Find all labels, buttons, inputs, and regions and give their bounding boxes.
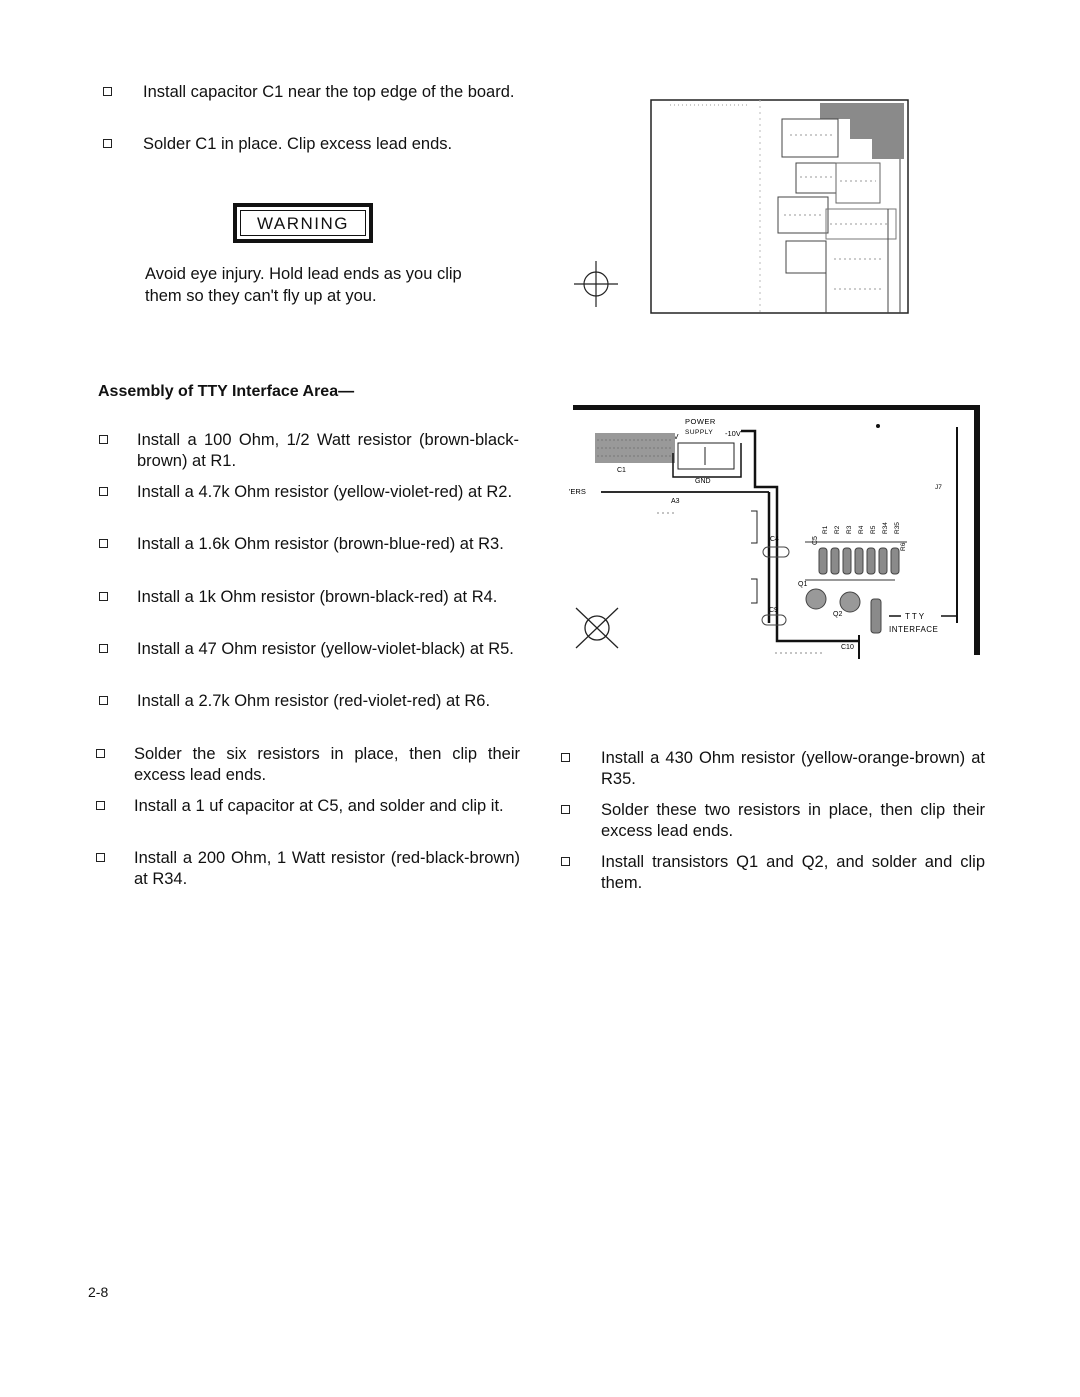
warning-box: WARNING <box>233 203 373 243</box>
label-power: POWER <box>685 417 716 426</box>
resistor-bank <box>818 547 900 575</box>
label-c10: C10 <box>841 644 854 651</box>
label-c5: C5 <box>812 536 819 545</box>
transistor-q1 <box>805 588 827 610</box>
step-text: Install a 1k Ohm resistor (brown-black-r… <box>137 588 498 606</box>
step-text: Install transistors Q1 and Q2, and solde… <box>601 853 985 892</box>
crosshair-mark <box>574 261 618 307</box>
step-text: Install capacitor C1 near the top edge o… <box>143 83 515 101</box>
checkbox[interactable] <box>96 749 105 758</box>
label-r2: R2 <box>834 525 841 534</box>
checkbox[interactable] <box>561 805 570 814</box>
checkbox[interactable] <box>99 435 108 444</box>
crossed-circle-mark <box>575 607 619 649</box>
checkbox[interactable] <box>561 753 570 762</box>
label-r35: R35 <box>894 522 901 534</box>
step-text: Solder these two resistors in place, the… <box>601 801 985 840</box>
label-r34: R34 <box>882 522 889 534</box>
label-interface: INTERFACE <box>889 625 938 634</box>
checkbox[interactable] <box>103 139 112 148</box>
label-r4: R4 <box>858 525 865 534</box>
section-heading: Assembly of TTY Interface Area— <box>98 383 355 400</box>
warning-title: WARNING <box>240 210 366 236</box>
checkbox[interactable] <box>99 539 108 548</box>
step-text: Install a 100 Ohm, 1/2 Watt resistor (br… <box>137 431 519 470</box>
checkbox[interactable] <box>96 801 105 810</box>
label-supply: SUPPLY <box>685 429 713 436</box>
step-text: Solder the six resistors in place, then … <box>134 745 520 784</box>
step-text: Install a 200 Ohm, 1 Watt resistor (red-… <box>134 849 520 888</box>
checkbox[interactable] <box>103 87 112 96</box>
step-text: Install a 1.6k Ohm resistor (brown-blue-… <box>137 535 504 553</box>
label-minus10v: -10V <box>725 429 741 438</box>
label-j7: J7 <box>935 484 942 491</box>
label-c1: C1 <box>617 467 626 474</box>
page-number: 2-8 <box>88 1284 109 1300</box>
label-c9: C9 <box>769 607 778 614</box>
label-r5: R5 <box>870 525 877 534</box>
checkbox[interactable] <box>96 853 105 862</box>
label-ers: 'ERS <box>569 487 586 496</box>
label-r6: R6 <box>900 542 907 551</box>
transistor-q2 <box>839 591 861 613</box>
step-text: Install a 430 Ohm resistor (yellow-orang… <box>601 749 985 788</box>
checkbox[interactable] <box>99 696 108 705</box>
checkbox[interactable] <box>99 592 108 601</box>
checkbox[interactable] <box>561 857 570 866</box>
tty-interface-diagram: POWER SUPPLY +5V -10V C1 GND 'ERS A3 J7 … <box>569 405 980 659</box>
step-text: Install a 47 Ohm resistor (yellow-violet… <box>137 640 514 658</box>
label-q2: Q2 <box>833 611 842 618</box>
label-a3: A3 <box>671 498 680 505</box>
board-thumbnail <box>650 99 909 314</box>
label-r3: R3 <box>846 525 853 534</box>
label-gnd: GND <box>695 478 711 485</box>
label-r1: R1 <box>822 525 829 534</box>
checkbox[interactable] <box>99 644 108 653</box>
checkbox[interactable] <box>99 487 108 496</box>
warning-text: Avoid eye injury. Hold lead ends as you … <box>145 265 462 305</box>
label-tty: TTY <box>905 612 926 621</box>
label-q1: Q1 <box>798 581 807 588</box>
step-text: Install a 4.7k Ohm resistor (yellow-viol… <box>137 483 513 501</box>
step-text: Install a 2.7k Ohm resistor (red-violet-… <box>137 692 491 710</box>
label-c4: C4 <box>770 536 779 543</box>
step-text: Install a 1 uf capacitor at C5, and sold… <box>134 797 504 815</box>
step-text: Solder C1 in place. Clip excess lead end… <box>143 135 453 153</box>
